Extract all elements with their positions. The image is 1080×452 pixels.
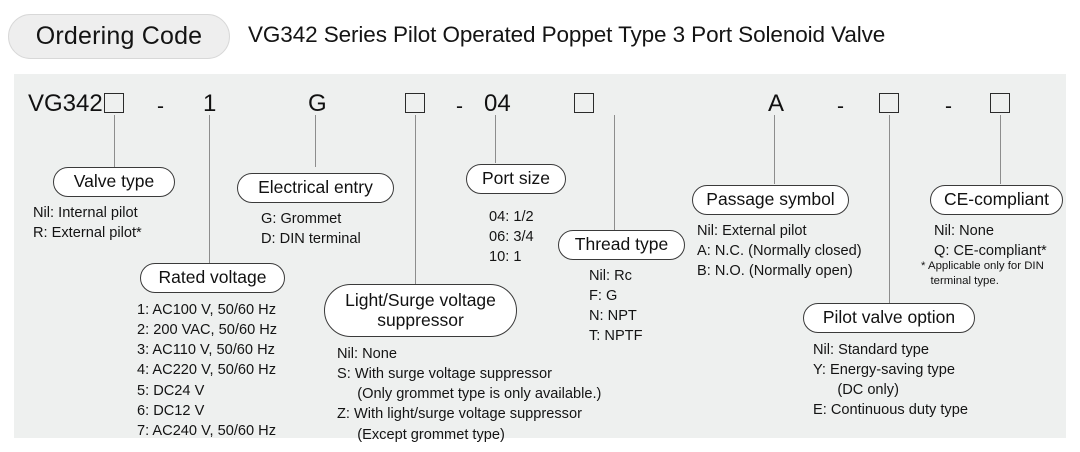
- diagram-panel: [14, 74, 1066, 438]
- ordering-code-badge: Ordering Code: [8, 14, 230, 59]
- group-label-rated-voltage: Rated voltage: [140, 263, 285, 293]
- group-label-rated-voltage-text: Rated voltage: [158, 267, 267, 288]
- leader-line-port-size: [495, 115, 496, 163]
- group-options-light-surge-suppressor: Nil: None S: With surge voltage suppress…: [337, 346, 602, 443]
- code-token-electrical-entry-value[interactable]: G: [308, 90, 327, 117]
- group-label-valve-type: Valve type: [53, 167, 175, 197]
- group-label-valve-type-text: Valve type: [73, 171, 155, 192]
- group-label-pilot-valve-option: Pilot valve option: [803, 303, 975, 333]
- group-label-pilot-valve-option-text: Pilot valve option: [822, 307, 956, 328]
- leader-line-thread-type: [614, 115, 615, 230]
- group-options-valve-type: Nil: Internal pilot R: External pilot*: [33, 205, 142, 242]
- group-label-electrical-entry-text: Electrical entry: [258, 177, 373, 198]
- group-options-passage-symbol: Nil: External pilot A: N.C. (Normally cl…: [697, 223, 862, 280]
- code-token-light-surge-suppressor-slot[interactable]: [405, 93, 425, 113]
- group-label-light-surge-suppressor-line1: Light/Surge voltage: [345, 289, 496, 310]
- code-token-valve-type-slot[interactable]: [104, 93, 124, 113]
- group-label-light-surge-suppressor-line2: suppressor: [377, 309, 464, 330]
- group-options-electrical-entry: G: Grommet D: DIN terminal: [261, 211, 361, 248]
- leader-line-pilot-valve-option: [889, 115, 890, 303]
- code-token-pilot-valve-option-slot[interactable]: [879, 93, 899, 113]
- code-separator-2: -: [456, 95, 463, 118]
- code-separator-1: -: [157, 95, 164, 118]
- group-label-ce-compliant: CE-compliant: [930, 185, 1063, 215]
- group-label-light-surge-suppressor: Light/Surge voltage suppressor: [324, 284, 517, 337]
- group-label-electrical-entry: Electrical entry: [237, 173, 394, 203]
- page-title: VG342 Series Pilot Operated Poppet Type …: [248, 22, 886, 47]
- group-label-thread-type-text: Thread type: [574, 234, 669, 255]
- group-options-rated-voltage: 1: AC100 V, 50/60 Hz 2: 200 VAC, 50/60 H…: [137, 302, 278, 439]
- code-separator-4: -: [945, 95, 952, 118]
- leader-line-valve-type: [114, 115, 115, 167]
- code-separator-3: -: [837, 95, 844, 118]
- code-token-ce-compliant-slot[interactable]: [990, 93, 1010, 113]
- group-options-port-size: 04: 1/2 06: 3/4 10: 1: [489, 209, 534, 266]
- leader-line-rated-voltage: [209, 115, 210, 263]
- code-token-port-size-value[interactable]: 04: [484, 90, 511, 117]
- group-label-passage-symbol: Passage symbol: [692, 185, 849, 215]
- code-token-series-prefix: VG342: [28, 90, 103, 117]
- leader-line-passage-symbol: [774, 115, 775, 184]
- group-options-pilot-valve-option: Nil: Standard type Y: Energy-saving type…: [813, 342, 968, 419]
- leader-line-ce-compliant: [1000, 115, 1001, 184]
- group-options-thread-type: Nil: Rc F: G N: NPT T: NPTF: [589, 268, 643, 345]
- group-label-thread-type: Thread type: [558, 230, 685, 260]
- group-label-port-size: Port size: [466, 164, 566, 194]
- group-footnote-ce-compliant: * Applicable only for DIN terminal type.: [921, 260, 1044, 287]
- code-token-rated-voltage-value[interactable]: 1: [203, 90, 217, 117]
- code-token-thread-type-slot[interactable]: [574, 93, 594, 113]
- ordering-code-badge-label: Ordering Code: [35, 22, 203, 50]
- code-token-passage-symbol-value[interactable]: A: [768, 90, 785, 117]
- group-label-passage-symbol-text: Passage symbol: [706, 189, 835, 210]
- group-label-port-size-text: Port size: [481, 168, 551, 189]
- leader-line-electrical-entry: [315, 115, 316, 167]
- group-options-ce-compliant: Nil: None Q: CE-compliant*: [934, 223, 1047, 260]
- group-label-ce-compliant-text: CE-compliant: [943, 189, 1050, 210]
- leader-line-light-surge-suppressor: [415, 115, 416, 284]
